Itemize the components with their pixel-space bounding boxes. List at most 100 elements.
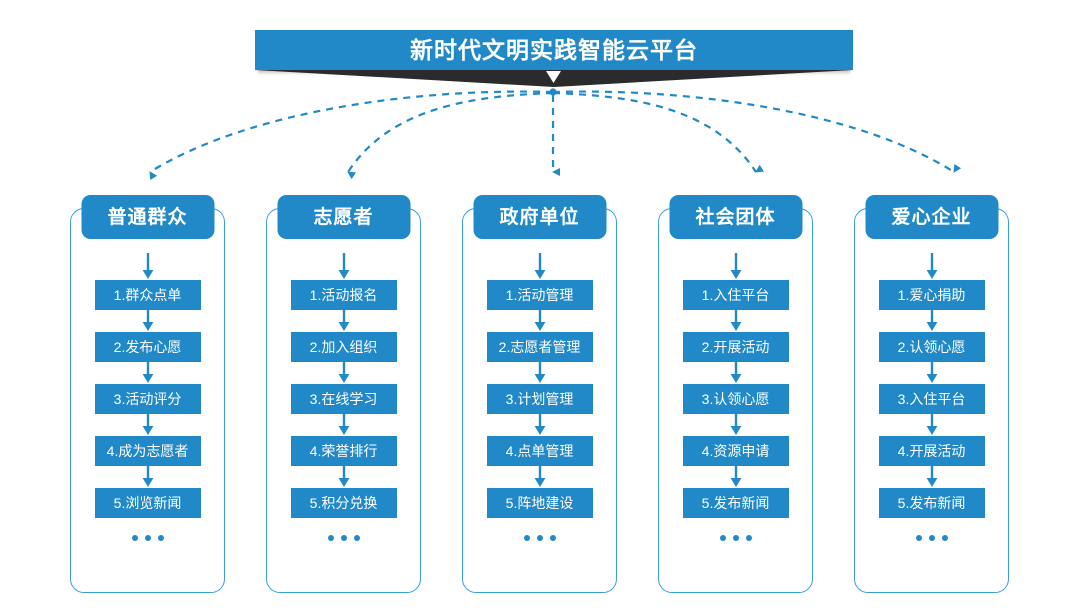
role-step-label: 5.积分兑换: [309, 495, 378, 511]
role-step-label: 5.阵地建设: [505, 495, 574, 511]
arrow-down-icon: [728, 253, 744, 280]
role-step-label: 2.志愿者管理: [498, 339, 581, 355]
arrow-down-icon: [728, 414, 744, 436]
role-step-label: 2.认领心愿: [897, 339, 966, 355]
arrow-down-icon: [140, 362, 156, 384]
role-step-item[interactable]: 5.发布新闻: [878, 488, 985, 518]
arrow-down-icon: [336, 253, 352, 280]
role-step-item[interactable]: 4.点单管理: [486, 436, 593, 466]
platform-title-bar: 新时代文明实践智能云平台: [255, 30, 853, 70]
role-column-header-4[interactable]: 爱心企业: [865, 195, 998, 239]
role-step-label: 3.认领心愿: [701, 391, 770, 407]
more-items-ellipsis: [327, 535, 360, 541]
arrow-down-icon: [924, 466, 940, 488]
role-step-item[interactable]: 4.荣誉排行: [290, 436, 397, 466]
role-step-label: 4.开展活动: [897, 443, 966, 459]
arrow-down-icon: [532, 414, 548, 436]
role-column-body-4: 1.爱心捐助 2.认领心愿 3.入住平台 4.开展活动 5.发布新闻: [855, 253, 1008, 541]
role-step-item[interactable]: 1.活动管理: [486, 280, 593, 310]
role-step-item[interactable]: 3.活动评分: [94, 384, 201, 414]
role-step-item[interactable]: 2.认领心愿: [878, 332, 985, 362]
role-column-body-0: 1.群众点单 2.发布心愿 3.活动评分 4.成为志愿者 5.浏览新闻: [71, 253, 224, 541]
arrow-down-icon: [140, 253, 156, 280]
role-step-label: 5.浏览新闻: [113, 495, 182, 511]
role-step-item[interactable]: 5.阵地建设: [486, 488, 593, 518]
arrow-down-icon: [532, 310, 548, 332]
role-column-0: 普通群众 1.群众点单 2.发布心愿 3.活动评分 4.成为志愿者 5.浏览新闻: [70, 195, 225, 593]
role-step-item[interactable]: 3.入住平台: [878, 384, 985, 414]
role-column-2: 政府单位 1.活动管理 2.志愿者管理 3.计划管理 4.点单管理 5.阵地建设: [462, 195, 617, 593]
role-step-item[interactable]: 1.活动报名: [290, 280, 397, 310]
role-step-label: 3.活动评分: [113, 391, 182, 407]
role-step-item[interactable]: 3.认领心愿: [682, 384, 789, 414]
arrow-down-icon: [532, 362, 548, 384]
role-step-item[interactable]: 5.积分兑换: [290, 488, 397, 518]
chevron-down-icon: [546, 71, 561, 83]
role-column-header-1[interactable]: 志愿者: [277, 195, 410, 239]
role-column-header-3[interactable]: 社会团体: [669, 195, 802, 239]
role-step-label: 1.活动管理: [505, 287, 574, 303]
role-column-4: 爱心企业 1.爱心捐助 2.认领心愿 3.入住平台 4.开展活动 5.发布新闻: [854, 195, 1009, 593]
role-step-item[interactable]: 5.发布新闻: [682, 488, 789, 518]
arrow-down-icon: [532, 253, 548, 280]
role-column-header-0[interactable]: 普通群众: [81, 195, 214, 239]
role-step-item[interactable]: 1.群众点单: [94, 280, 201, 310]
arrow-down-icon: [924, 310, 940, 332]
more-items-ellipsis: [131, 535, 164, 541]
arrow-down-icon: [532, 466, 548, 488]
role-step-label: 2.发布心愿: [113, 339, 182, 355]
role-step-label: 3.入住平台: [897, 391, 966, 407]
arrow-down-icon: [140, 414, 156, 436]
arrow-down-icon: [728, 362, 744, 384]
role-column-title: 社会团体: [695, 206, 776, 228]
role-step-item[interactable]: 2.志愿者管理: [486, 332, 593, 362]
role-step-label: 4.荣誉排行: [309, 443, 378, 459]
role-column-header-2[interactable]: 政府单位: [473, 195, 606, 239]
role-step-item[interactable]: 1.爱心捐助: [878, 280, 985, 310]
arrow-down-icon: [924, 414, 940, 436]
role-step-item[interactable]: 3.计划管理: [486, 384, 593, 414]
role-step-label: 1.入住平台: [701, 287, 770, 303]
role-column-title: 普通群众: [107, 206, 188, 228]
arrow-down-icon: [924, 253, 940, 280]
role-step-item[interactable]: 4.成为志愿者: [94, 436, 201, 466]
more-items-ellipsis: [523, 535, 556, 541]
role-step-item[interactable]: 2.加入组织: [290, 332, 397, 362]
arrow-down-icon: [728, 310, 744, 332]
role-step-item[interactable]: 2.开展活动: [682, 332, 789, 362]
role-step-label: 2.开展活动: [701, 339, 770, 355]
role-step-item[interactable]: 5.浏览新闻: [94, 488, 201, 518]
role-step-item[interactable]: 2.发布心愿: [94, 332, 201, 362]
arrow-down-icon: [140, 466, 156, 488]
role-column-body-1: 1.活动报名 2.加入组织 3.在线学习 4.荣誉排行 5.积分兑换: [267, 253, 420, 541]
role-step-label: 3.在线学习: [309, 391, 378, 407]
role-step-label: 4.资源申请: [701, 443, 770, 459]
more-items-ellipsis: [719, 535, 752, 541]
arrow-down-icon: [336, 310, 352, 332]
role-column-title: 志愿者: [313, 206, 374, 228]
role-column-3: 社会团体 1.入住平台 2.开展活动 3.认领心愿 4.资源申请 5.发布新闻: [658, 195, 813, 593]
role-step-item[interactable]: 4.资源申请: [682, 436, 789, 466]
arrow-down-icon: [140, 310, 156, 332]
more-items-ellipsis: [915, 535, 948, 541]
page-title: 新时代文明实践智能云平台: [410, 36, 698, 63]
role-step-label: 3.计划管理: [505, 391, 574, 407]
arrow-down-icon: [336, 414, 352, 436]
role-step-label: 4.成为志愿者: [106, 443, 189, 459]
role-column-title: 政府单位: [499, 206, 580, 228]
role-step-label: 1.爱心捐助: [897, 287, 966, 303]
role-step-label: 5.发布新闻: [701, 495, 770, 511]
role-step-label: 1.群众点单: [113, 287, 182, 303]
role-step-item[interactable]: 1.入住平台: [682, 280, 789, 310]
role-step-item[interactable]: 4.开展活动: [878, 436, 985, 466]
role-step-item[interactable]: 3.在线学习: [290, 384, 397, 414]
role-step-label: 2.加入组织: [309, 339, 378, 355]
role-step-label: 4.点单管理: [505, 443, 574, 459]
role-column-1: 志愿者 1.活动报名 2.加入组织 3.在线学习 4.荣誉排行 5.积分兑换: [266, 195, 421, 593]
arrow-down-icon: [924, 362, 940, 384]
arrow-down-icon: [336, 362, 352, 384]
role-step-label: 5.发布新闻: [897, 495, 966, 511]
arrow-down-icon: [336, 466, 352, 488]
